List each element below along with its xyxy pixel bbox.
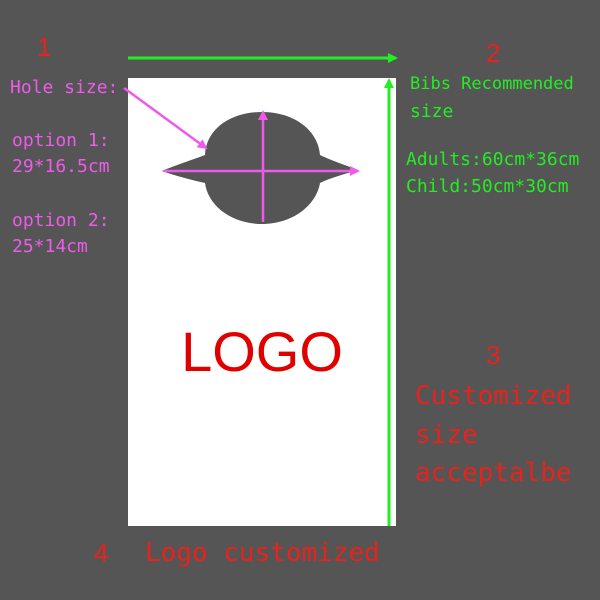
- hole-option2-value: 25*14cm: [12, 236, 88, 257]
- label-number-1: 1: [37, 32, 52, 62]
- hole-size-title: Hole size:: [10, 77, 119, 98]
- customized-line2: size: [415, 420, 478, 450]
- logo-caption: Logo customized: [145, 538, 380, 568]
- label-number-2: 2: [486, 38, 501, 68]
- logo-text: LOGO: [181, 320, 343, 383]
- adults-size: Adults:60cm*36cm: [406, 149, 580, 170]
- customized-line1: Customized: [415, 381, 572, 411]
- child-size: Child:50cm*30cm: [406, 176, 569, 197]
- hole-option2-title: option 2:: [12, 210, 110, 231]
- recommended-title-line2: size: [410, 101, 454, 122]
- neck-hole: [162, 112, 358, 224]
- label-number-4: 4: [94, 538, 109, 568]
- hole-pointer-arrow: [123, 86, 208, 150]
- customized-line3: acceptalbe: [415, 458, 572, 488]
- hole-option1-value: 29*16.5cm: [12, 156, 110, 177]
- label-number-3: 3: [486, 340, 501, 370]
- hole-option1-title: option 1:: [12, 130, 110, 151]
- recommended-title-line1: Bibs Recommended: [410, 74, 574, 94]
